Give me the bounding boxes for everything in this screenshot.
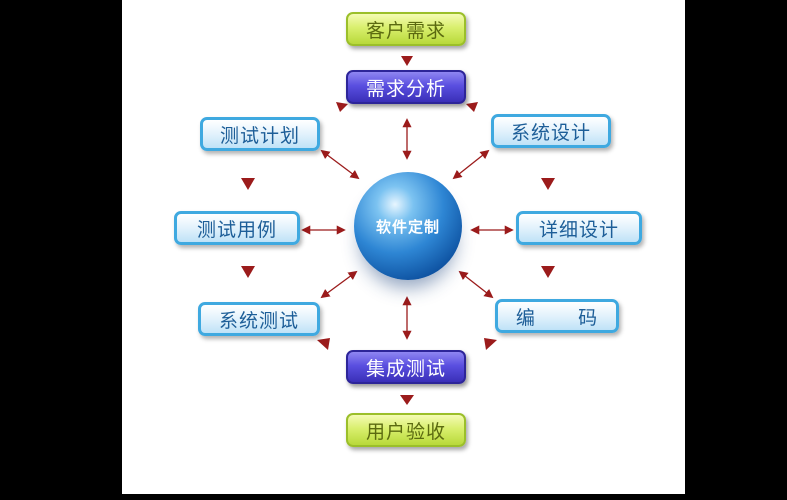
- node-label: 测试用例: [196, 218, 277, 241]
- node-label: 详细设计: [538, 218, 619, 241]
- node-test-cases: 测试用例: [174, 211, 300, 245]
- node-test-plan: 测试计划: [200, 117, 320, 151]
- node-label: 测试计划: [219, 124, 300, 147]
- node-label: 客户需求: [365, 19, 446, 42]
- node-user-acceptance: 用户验收: [346, 413, 466, 447]
- node-system-design: 系统设计: [491, 114, 611, 148]
- node-label: 集成测试: [365, 357, 446, 380]
- node-requirements-analysis: 需求分析: [346, 70, 466, 104]
- node-coding: 编 码: [495, 299, 619, 333]
- node-label: 系统测试: [218, 309, 299, 332]
- center-sphere: 软件定制: [354, 172, 462, 280]
- node-system-test: 系统测试: [198, 302, 320, 336]
- node-detailed-design: 详细设计: [516, 211, 642, 245]
- node-integration-test: 集成测试: [346, 350, 466, 384]
- node-label: 需求分析: [365, 77, 446, 100]
- node-label: 系统设计: [510, 121, 591, 144]
- node-label: 编 码: [515, 306, 599, 329]
- node-label: 用户验收: [365, 420, 446, 443]
- node-customer-requirements: 客户需求: [346, 12, 466, 46]
- center-label: 软件定制: [375, 217, 440, 236]
